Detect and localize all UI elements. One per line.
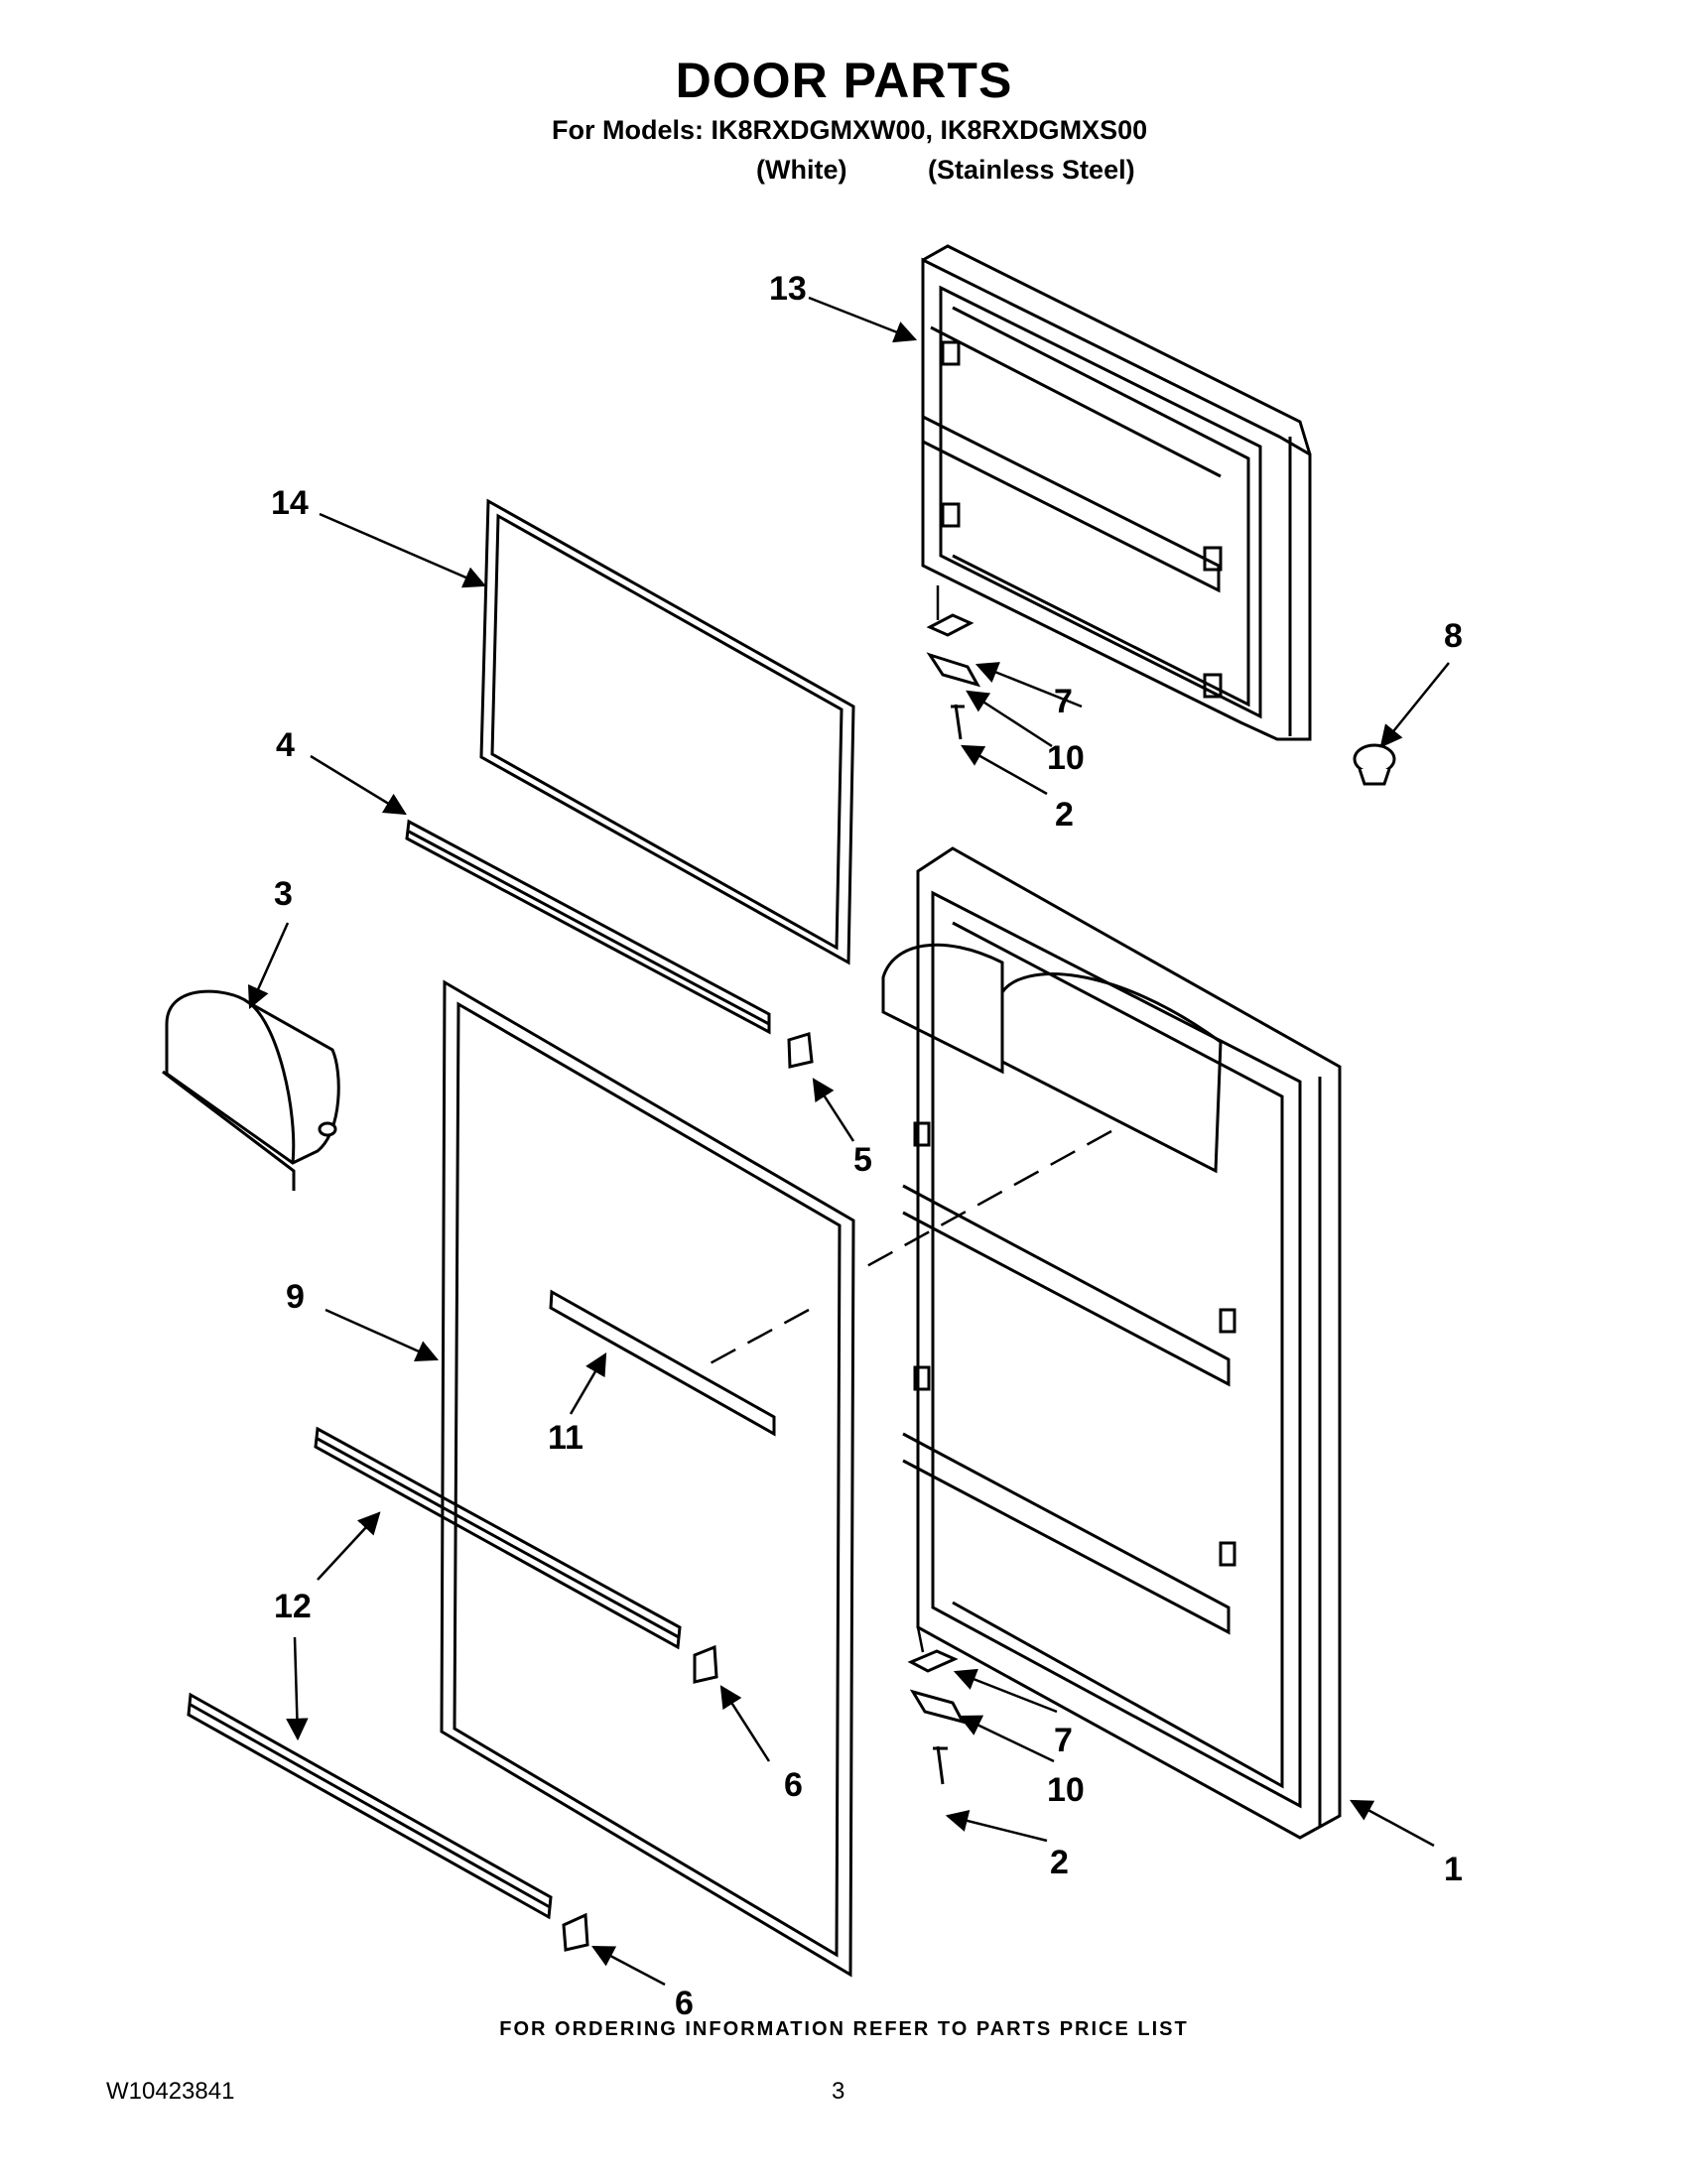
leader-arrows (247, 296, 1450, 1987)
callout-14: 14 (271, 484, 309, 522)
ordering-note: FOR ORDERING INFORMATION REFER TO PARTS … (499, 2018, 1189, 2040)
callout-1: 1 (1444, 1851, 1463, 1888)
callout-13: 13 (769, 270, 807, 308)
dairy-door (162, 989, 340, 1191)
callout-9: 9 (286, 1278, 305, 1316)
fresh-food-strip-12-lower (187, 1692, 553, 1920)
callout-11: 11 (548, 1419, 584, 1457)
callout-7-upper: 7 (1054, 683, 1073, 720)
callout-2-upper: 2 (1055, 796, 1074, 834)
strip-clip-6-lower (562, 1912, 589, 1952)
callout-6-upper: 6 (784, 1766, 803, 1804)
page-number: 3 (832, 2078, 845, 2105)
models-line: For Models: IK8RXDGMXW00, IK8RXDGMXS00 (552, 115, 1148, 145)
fresh-food-strip-11 (549, 1289, 776, 1437)
freezer-gasket (479, 498, 855, 965)
callout-8: 8 (1444, 617, 1463, 655)
upper-hinge (926, 613, 981, 740)
callout-6-lower: 6 (675, 1985, 694, 2022)
hole-plug (1353, 743, 1396, 786)
freezer-strip (405, 819, 771, 1035)
freezer-door (921, 244, 1312, 741)
callout-7-lower: 7 (1054, 1722, 1073, 1759)
variant-white: (White) (756, 155, 847, 185)
callout-5: 5 (853, 1141, 872, 1179)
strip-clip-6-upper (693, 1644, 718, 1684)
callout-3: 3 (274, 875, 293, 913)
callout-12: 12 (274, 1588, 312, 1625)
strip-clip-5 (787, 1032, 814, 1069)
document-number: W10423841 (106, 2078, 235, 2105)
fresh-food-door (881, 846, 1342, 1840)
callout-2-lower: 2 (1050, 1844, 1069, 1881)
callout-10-upper: 10 (1047, 739, 1085, 777)
callout-10-lower: 10 (1047, 1771, 1085, 1809)
fresh-food-gasket (440, 979, 855, 1978)
page-title: DOOR PARTS (675, 53, 1013, 108)
lower-hinge (907, 1649, 966, 1785)
callout-4: 4 (276, 726, 295, 764)
variant-stainless: (Stainless Steel) (928, 155, 1135, 185)
fresh-food-strip-12-upper (314, 1426, 682, 1650)
